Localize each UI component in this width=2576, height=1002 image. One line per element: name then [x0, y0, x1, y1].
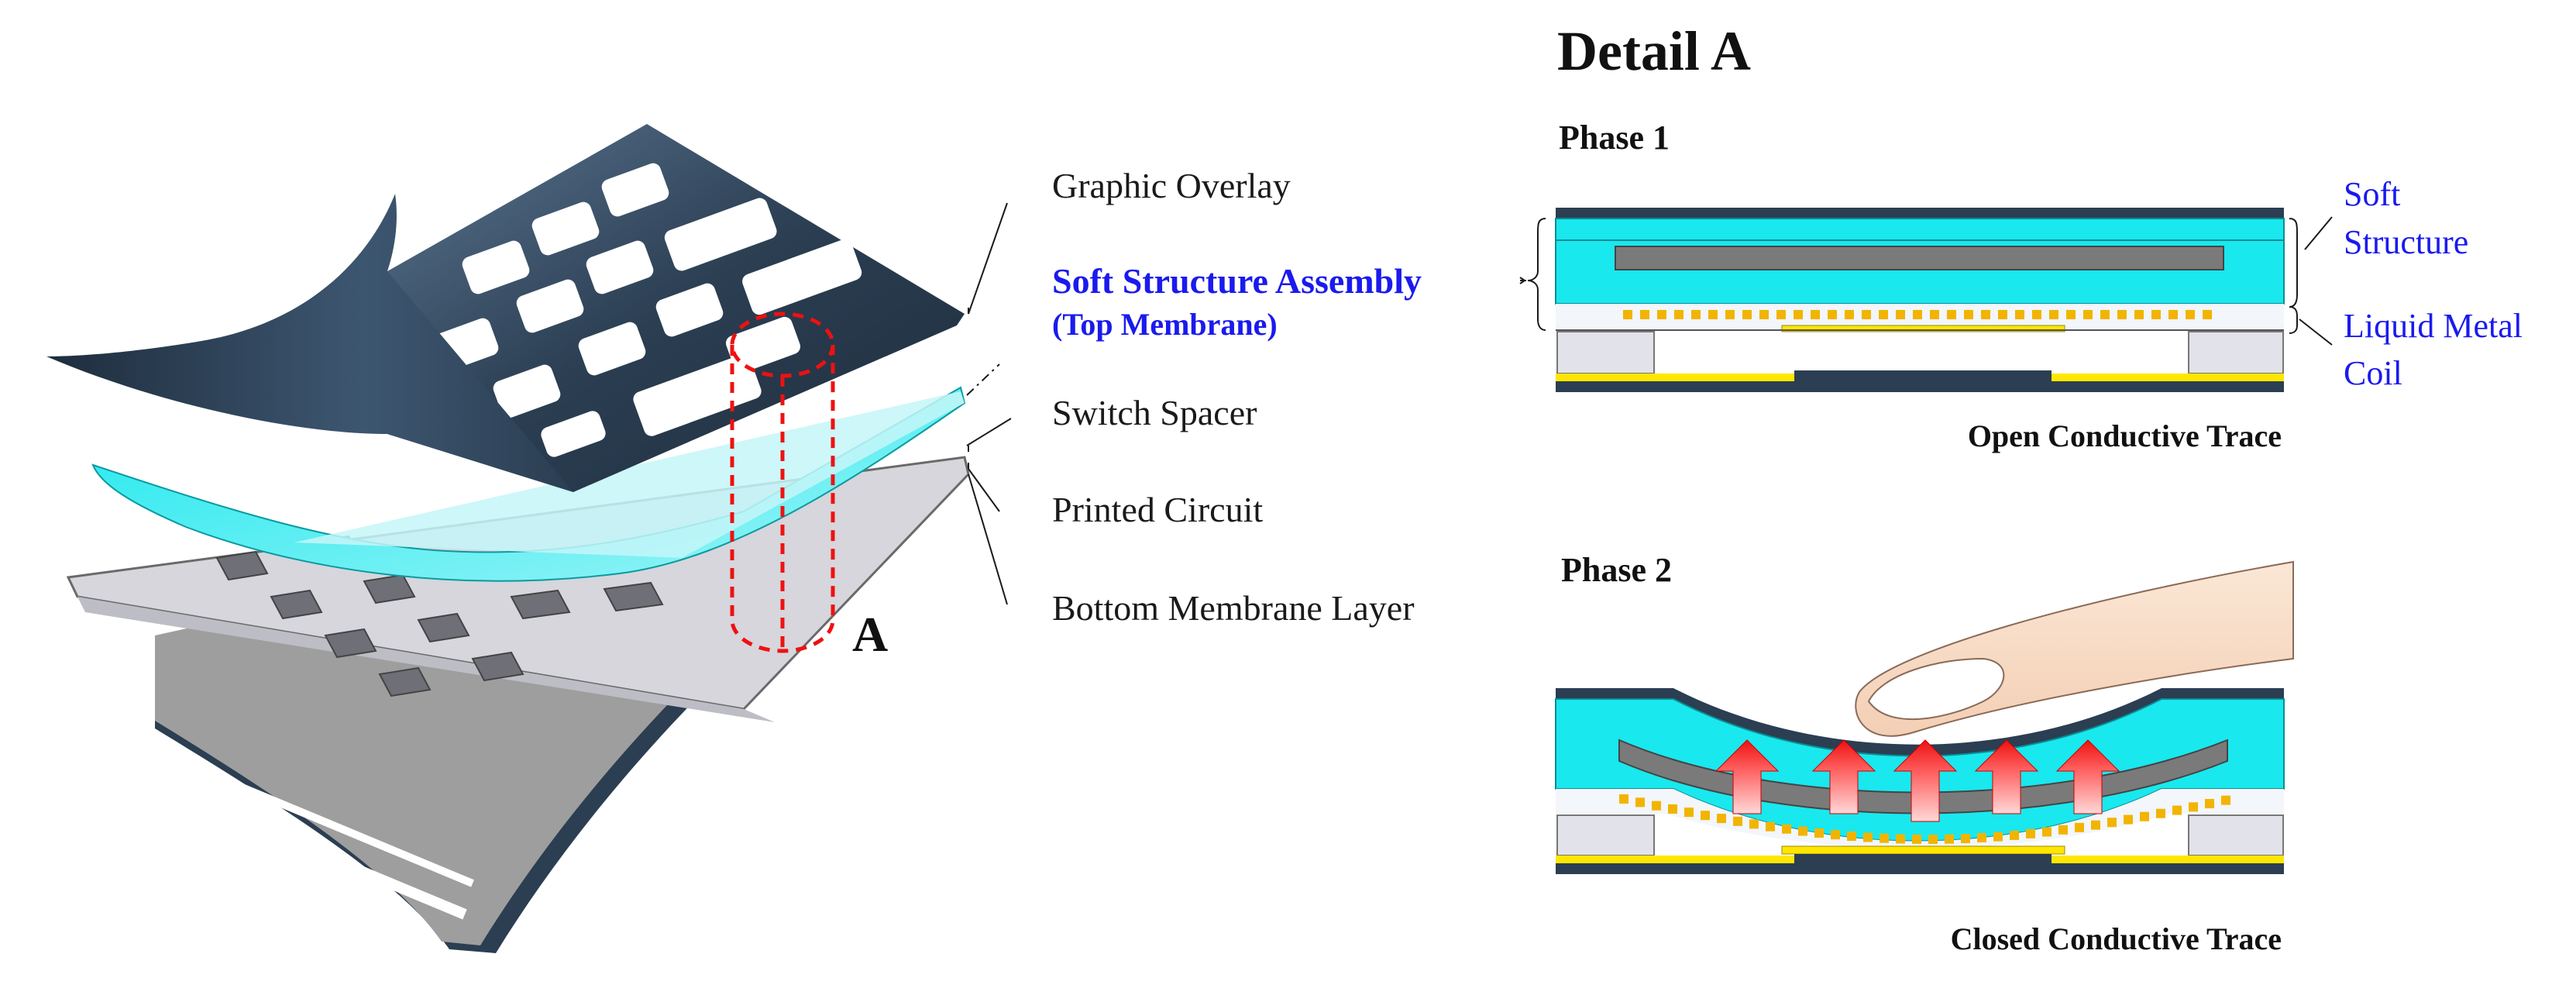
phase1-caption: Open Conductive Trace: [1968, 418, 2282, 453]
coil-segment: [2058, 825, 2068, 835]
coil-segment: [2107, 818, 2117, 828]
leader-lines: [966, 202, 1012, 605]
coil-segment: [2189, 802, 2198, 812]
coil-segment: [1766, 821, 1775, 832]
coil-segment: [1896, 834, 1905, 844]
graphic-overlay-layer: [46, 124, 965, 492]
coil-segment: [2042, 827, 2052, 837]
coil-segment: [1977, 833, 1986, 843]
up-arrow-icon: [1893, 739, 1958, 822]
pressure-arrows: [1714, 739, 2120, 822]
coil-segment: [1701, 811, 1710, 821]
coil-segment: [2075, 822, 2084, 832]
up-arrow-icon: [2055, 739, 2120, 814]
coil-segment: [1831, 830, 1840, 840]
coil-segment: [1635, 797, 1645, 807]
label-coil: Coil: [2344, 354, 2402, 392]
coil-segment: [1961, 834, 1970, 844]
coil-segment: [1782, 824, 1791, 834]
coil-segment: [1945, 834, 1954, 844]
coil-segment: [1652, 801, 1661, 811]
exploded-membrane-view: [46, 124, 1012, 986]
phase1-label: Phase 1: [1559, 119, 1670, 157]
coil-segment: [2140, 811, 2149, 821]
coil-segment: [1847, 832, 1856, 842]
phase2-caption: Closed Conductive Trace: [1951, 921, 2282, 956]
label-bottom-membrane-layer: Bottom Membrane Layer: [1052, 588, 1415, 628]
coil-segment: [1880, 833, 1889, 843]
coil-segment: [1863, 832, 1873, 842]
coil-segment: [2026, 828, 2035, 838]
coil-segment: [1814, 828, 1824, 838]
coil-segment: [2091, 820, 2100, 830]
fingernail: [1867, 657, 2005, 721]
coil-segment: [2221, 795, 2230, 805]
coil-segment: [1798, 826, 1807, 836]
coil-segment: [1668, 804, 1677, 814]
detail-a-callout: [730, 312, 835, 653]
phase2-liquid-metal-coil: [1619, 794, 2230, 844]
coil-segment: [2172, 805, 2182, 815]
coil-segment: [2156, 808, 2165, 818]
phase2-cross-section: [1555, 560, 2294, 874]
label-structure: Structure: [2344, 223, 2468, 261]
phase2-label: Phase 2: [1561, 551, 1672, 589]
phase1-liquid-metal-coil: [1623, 310, 2212, 319]
coil-segment: [2124, 814, 2133, 825]
phase1-cross-section: [1519, 208, 2333, 392]
label-soft: Soft: [2344, 175, 2400, 213]
up-arrow-icon: [1811, 739, 1876, 814]
up-arrow-icon: [1714, 739, 1780, 814]
coil-segment: [1619, 794, 1628, 804]
detail-title: Detail A: [1557, 20, 1751, 82]
coil-segment: [1928, 834, 1938, 844]
label-graphic-overlay: Graphic Overlay: [1052, 166, 1291, 205]
label-switch-spacer: Switch Spacer: [1052, 393, 1257, 432]
coil-segment: [2205, 799, 2214, 809]
coil-segment: [1993, 832, 2003, 842]
coil-segment: [1733, 816, 1742, 826]
left-labels: Graphic Overlay Soft Structure Assembly …: [852, 166, 1422, 662]
label-printed-circuit: Printed Circuit: [1052, 490, 1263, 529]
soft-structure-layer: [91, 386, 966, 582]
label-soft-structure-assembly: Soft Structure Assembly: [1052, 261, 1422, 301]
label-liquid-metal: Liquid Metal: [2344, 307, 2523, 345]
coil-segment: [1717, 814, 1726, 824]
detail-a-panel: Detail A Phase 1: [1519, 20, 2523, 956]
coil-segment: [1749, 819, 1759, 829]
detail-marker-a: A: [852, 607, 888, 662]
coil-segment: [1684, 807, 1694, 818]
up-arrow-icon: [1974, 739, 2039, 814]
coil-segment: [2010, 830, 2019, 840]
coil-segment: [1912, 834, 1921, 844]
label-top-membrane: (Top Membrane): [1052, 307, 1278, 342]
